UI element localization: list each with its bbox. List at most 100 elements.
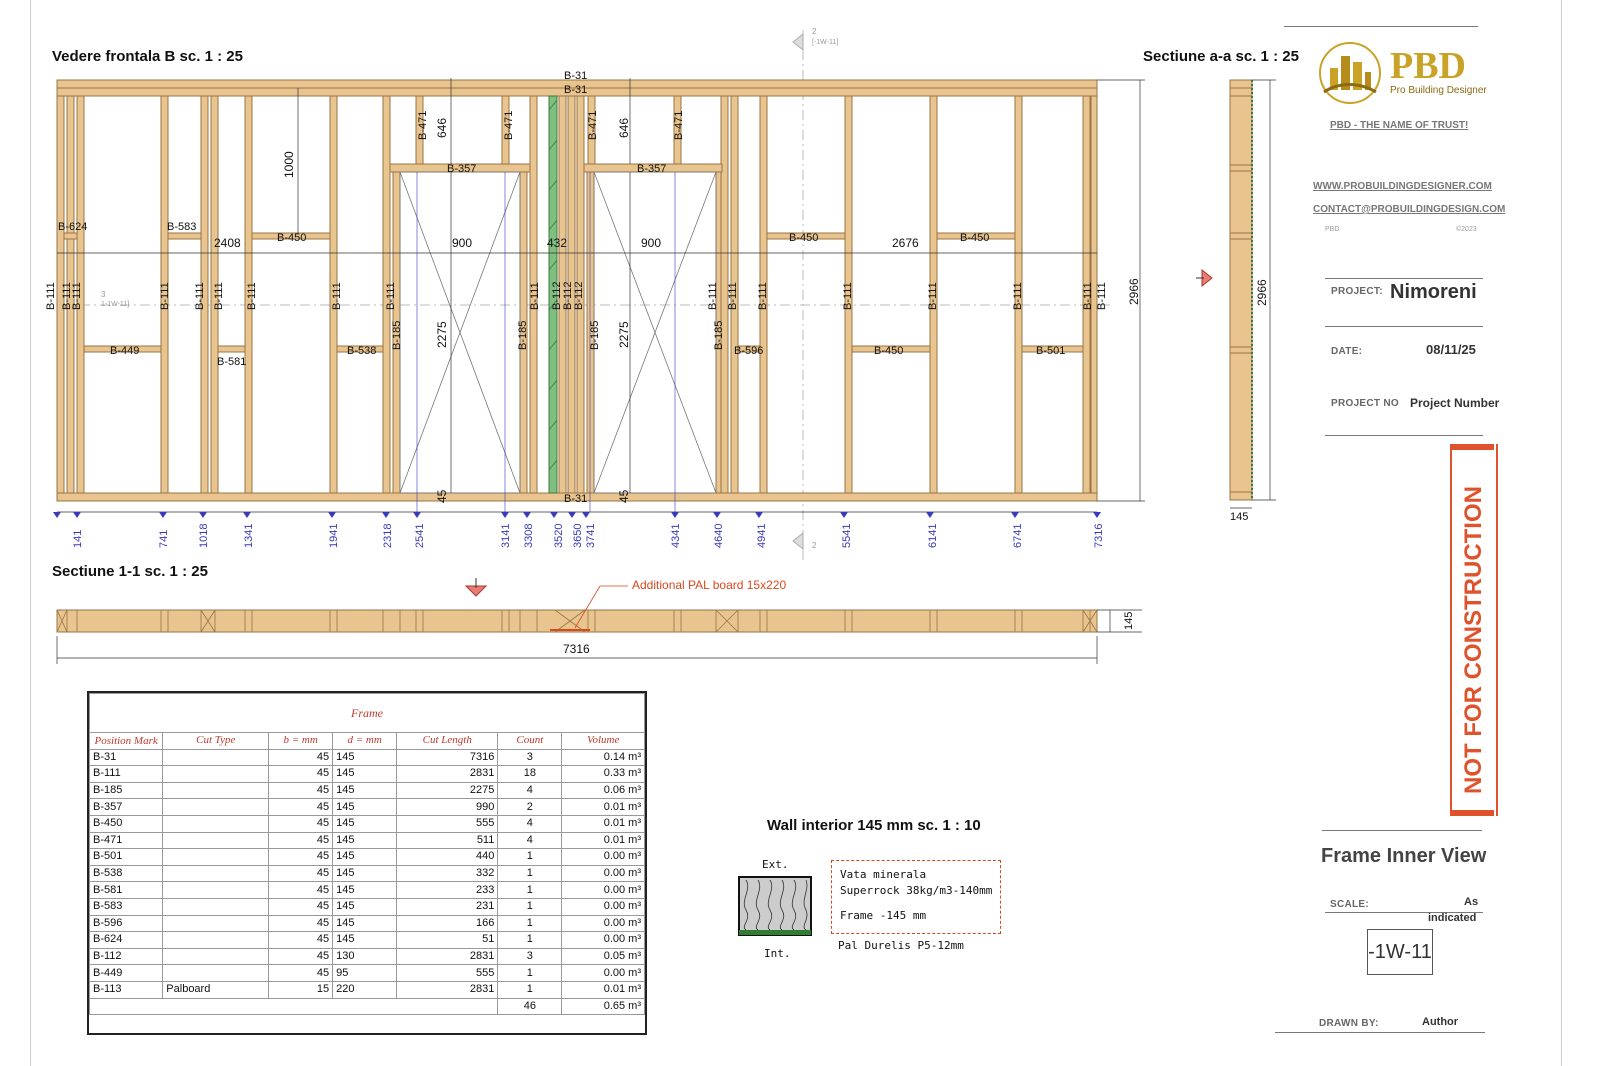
stud-label: B-111 <box>61 282 73 310</box>
table-cell: 0.00 m³ <box>561 914 645 933</box>
table-cell: 0.01 m³ <box>561 980 645 999</box>
front-view-title: Vedere frontala B sc. 1 : 25 <box>52 48 243 65</box>
table-cell: 440 <box>396 848 499 866</box>
table-cell <box>162 947 270 966</box>
table-cell: 45 <box>268 765 334 783</box>
pal-board-hatch <box>548 99 558 471</box>
table-cell: 555 <box>396 814 499 833</box>
stud-label: B-111 <box>385 282 397 310</box>
tick-label: 1941 <box>328 524 340 548</box>
sheet-id: -1W-11 <box>1367 929 1433 975</box>
dimension: 432 <box>547 236 567 250</box>
nogging-label: B-596 <box>734 345 763 357</box>
stud-label: B-111 <box>45 282 57 310</box>
email-link[interactable]: CONTACT@PROBUILDINGDESIGN.COM <box>1313 204 1506 215</box>
tick-label: 3741 <box>585 524 597 548</box>
table-cell: 0.01 m³ <box>561 798 645 816</box>
section-11-wall <box>56 609 1098 633</box>
table-cell: 45 <box>268 831 334 850</box>
table-header: Volume <box>561 732 645 750</box>
brand-name: PBD <box>1390 45 1466 87</box>
pal-board-annotation: Additional PAL board 15x220 <box>632 578 786 592</box>
section-11-thickness: 145 <box>1123 612 1135 630</box>
website-link[interactable]: WWW.PROBUILDINGDESIGNER.COM <box>1313 181 1492 192</box>
axis-mark-2-top: 2 <box>812 27 817 36</box>
wall-layer-frame: Frame -145 mm <box>840 909 927 922</box>
table-cell <box>162 831 270 850</box>
stud-label: B-111 <box>927 282 939 310</box>
table-cell: 0.00 m³ <box>561 881 645 899</box>
tick-label: 141 <box>72 530 84 548</box>
stud-label: B-111 <box>1096 282 1108 310</box>
table-cell <box>162 798 270 816</box>
tick-label: 3308 <box>523 524 535 548</box>
table-cell: 45 <box>268 864 334 883</box>
table-cell: 15 <box>268 980 334 999</box>
nogging-label: B-450 <box>789 232 818 244</box>
wall-layer-board: Pal Durelis P5-12mm <box>838 939 964 952</box>
table-cell: B-471 <box>88 831 164 850</box>
table-cell: 0.01 m³ <box>561 831 645 850</box>
dimension: 2275 <box>435 321 449 348</box>
stud-label: B-111 <box>194 282 206 310</box>
sheet-title: Frame Inner View <box>1321 845 1487 867</box>
table-cell: 1 <box>497 897 563 916</box>
copyright: ©2023 <box>1456 226 1477 233</box>
table-cell: 145 <box>332 781 398 800</box>
table-cell: 1 <box>497 848 563 866</box>
table-cell: 220 <box>332 980 398 999</box>
tick-markers <box>53 512 1101 518</box>
tick-label: 4640 <box>713 524 725 548</box>
stud-labels: B-111 B-111 B-111 B-111 B-111 B-111 B-11… <box>45 111 1108 350</box>
table-cell: 0.01 m³ <box>561 814 645 833</box>
table-cell: B-501 <box>88 848 164 866</box>
table-cell: 145 <box>332 765 398 783</box>
dimension: 1000 <box>282 151 296 178</box>
bottom-tick-labels: 141 741 1018 1341 1941 2318 2541 3141 33… <box>72 524 1105 548</box>
stud-label: B-185 <box>589 321 601 350</box>
table-cell: 2831 <box>396 765 499 783</box>
table-cell: B-450 <box>88 814 164 833</box>
table-cell: 95 <box>332 964 398 982</box>
dimension: 2966 <box>1127 278 1141 305</box>
table-cell: 3 <box>497 947 563 966</box>
table-cell: 51 <box>396 931 499 949</box>
tick-label: 2318 <box>382 524 394 548</box>
table-cell: 1 <box>497 964 563 982</box>
table-cell: 1 <box>497 914 563 933</box>
table-cell: 0.05 m³ <box>561 947 645 966</box>
table-cell: 4 <box>497 831 563 850</box>
dimension: 646 <box>617 118 631 138</box>
tick-label: 4941 <box>756 524 768 548</box>
date-label: DATE: <box>1331 346 1363 357</box>
table-cell: 511 <box>396 831 499 850</box>
table-cell: 2831 <box>396 980 499 999</box>
table-header: Count <box>497 732 563 750</box>
front-view-drawing: 2 [-1W-11] 2 3 1-1W-11] <box>45 27 1145 560</box>
axis-mark-2-ref: [-1W-11] <box>812 39 838 46</box>
table-cell <box>162 931 270 949</box>
section-11-drawing: Additional PAL board 15x220 145 7316 <box>56 578 1142 664</box>
table-caption: Frame <box>89 693 645 733</box>
table-cell: 1 <box>497 931 563 949</box>
project-label: PROJECT: <box>1331 286 1383 297</box>
frame-schedule-table: Frame Position Mark Cut Type b = mm d = … <box>87 691 647 1035</box>
stud-label: B-111 <box>529 282 541 310</box>
dimension: 646 <box>435 118 449 138</box>
scale-label: SCALE: <box>1330 899 1370 910</box>
dimension: 2275 <box>617 321 631 348</box>
table-cell: 0.00 m³ <box>561 931 645 949</box>
stud-label: B-111 <box>1082 282 1094 310</box>
table-cell: B-31 <box>88 748 164 767</box>
table-cell: 2 <box>497 798 563 816</box>
date-value: 08/11/25 <box>1426 342 1476 357</box>
nogging-label: B-450 <box>277 232 306 244</box>
table-cell: B-538 <box>88 864 164 883</box>
tick-label: 6141 <box>927 524 939 548</box>
table-cell: 0.14 m³ <box>561 748 645 767</box>
stud-label: B-111 <box>757 282 769 310</box>
